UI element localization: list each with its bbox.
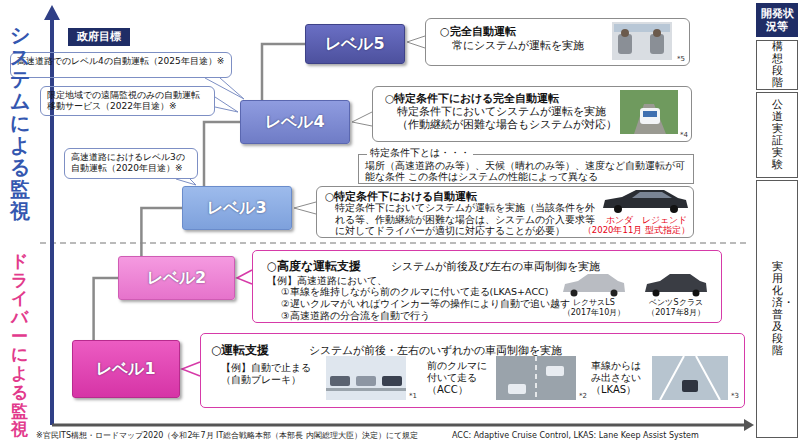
brake-photo	[326, 356, 406, 400]
shuttle-photo	[620, 90, 678, 134]
node-text: 実用化済・普及段階	[772, 261, 783, 358]
node-text: ○運転支援	[211, 343, 269, 359]
node-text: *4	[680, 131, 688, 139]
node-text: レベル2	[147, 268, 206, 289]
node-text: ベンツSクラス（2017年8月）	[643, 298, 709, 317]
vehicle-interior-photo	[612, 22, 672, 60]
node-text: *5	[677, 55, 685, 63]
axis-line	[50, 18, 54, 425]
level-description: ○高度な運転支援 システムが前後及び左右の車両制御を実施【例】高速道路において、①…	[252, 250, 722, 323]
node-text: ○完全自動運転	[440, 25, 607, 39]
node-text: 【例】自動で止まる（自動ブレーキ）	[221, 362, 319, 386]
status-header: 開発状況等	[756, 3, 798, 37]
axis-label: ドライバーによる監視	[11, 252, 28, 439]
divider-line	[40, 242, 750, 243]
node-text: 特定条件下においてシステムが運転を実施（作動継続が困難な場合もシステムが対応）	[397, 105, 617, 131]
node-text: 特定条件下とは・・・	[367, 147, 473, 159]
step-connector	[141, 208, 182, 256]
footnote: ※官民ITS構想・ロードマップ2020（令和2年7月 IT総合戦略本部（本部長 …	[36, 431, 418, 441]
node-text: レベル1	[96, 359, 155, 380]
node-text: 場所（高速道路のみ等）、天候（晴れのみ等）、速度など自動運転が可能な条件 この条…	[365, 160, 689, 183]
level-description: ○完全自動運転常にシステムが運転を実施 *5	[425, 18, 690, 66]
node-text: ①車線を維持しながら前のクルマに付いて走る(LKAS+ACC)	[281, 286, 713, 298]
node-text: 車線からはみ出さない（LKAS）	[591, 360, 645, 396]
axis-arrowhead	[744, 419, 754, 431]
node-text: ○高度な運転支援	[267, 259, 361, 275]
node-text: 高速道路におけるレベル3の自動運転（2020年目途）※	[71, 152, 191, 175]
node-text: 公道実証実験	[772, 99, 783, 172]
node-text: （2020年11月 型式指定）	[583, 225, 690, 237]
level-box: レベル4	[240, 100, 350, 144]
node-text: *3	[731, 392, 739, 400]
node-text: 【例】高速道路において、	[267, 275, 713, 287]
level-box: レベル2	[118, 256, 235, 300]
node-text: システムが前後及び左右の車両制御を実施	[391, 259, 600, 273]
level-box: レベル1	[72, 340, 180, 398]
level-description: ○運転支援 システムが前後・左右のいずれかの車両制御を実施【例】自動で止まる（自動…	[200, 333, 745, 408]
node-text: 政府目標	[77, 30, 121, 44]
node-text: レベル3	[207, 198, 266, 219]
node-text: 開発状況等	[760, 7, 794, 32]
node-text: 高速道路でのレベル4の自動運転（2025年目途）※	[17, 56, 225, 67]
node-text: 構想段階	[772, 41, 783, 89]
node-text: ○特定条件下における完全自動運転	[385, 92, 617, 105]
lkas-photo	[652, 356, 728, 400]
car-photo	[603, 190, 688, 213]
condition-note: 特定条件下とは・・・場所（高速道路のみ等）、天候（晴れのみ等）、速度など自動運転…	[358, 154, 694, 184]
node-text: レベル5	[325, 34, 384, 55]
step-connector	[94, 278, 118, 340]
level-description: ○特定条件下における完全自動運転特定条件下においてシステムが運転を実施（作動継続…	[372, 86, 692, 142]
target-callout: 高速道路でのレベル4の自動運転（2025年目途）※	[10, 52, 232, 78]
status-stage: 実用化済・普及段階	[756, 180, 798, 438]
axis-label: システムによる監視	[10, 24, 30, 222]
status-stage: 構想段階	[756, 40, 798, 90]
level-box: レベル5	[305, 24, 405, 64]
node-text: レベル4	[265, 112, 324, 133]
level-box: レベル3	[182, 186, 292, 230]
status-stage: 公道実証実験	[756, 92, 798, 178]
node-text: レクサスLS（2017年10月）	[561, 298, 627, 317]
axis-arrowhead	[44, 5, 60, 20]
node-text: 前のクルマに付いて走る（ACC）	[427, 360, 489, 396]
node-text: *1	[409, 392, 417, 400]
step-connector	[262, 44, 305, 100]
step-connector	[204, 122, 240, 186]
node-text: 常にシステムが運転を実施	[452, 39, 607, 53]
footnote: ACC: Adaptive Cruise Control, LKAS: Lane…	[452, 431, 699, 441]
acc-photo	[496, 356, 576, 400]
axis-line	[52, 424, 744, 427]
level-description: ○特定条件下における自動運転特定条件下においてシステムが運転を実施（当該条件を外…	[316, 186, 694, 238]
node-text: ○特定条件下における自動運転	[325, 190, 597, 202]
node-text: システムが前後・左右のいずれかの車両制御を実施	[309, 344, 562, 358]
target-callout: 限定地域での遠隔監視のみの自動運転移動サービス（2022年目途）※	[40, 86, 215, 116]
node-text: 特定条件下においてシステムが運転を実施（当該条件を外れる等、作動継続が困難な場合…	[335, 202, 597, 237]
car-photo	[563, 274, 707, 297]
target-heading: 政府目標	[68, 28, 130, 46]
node-text: 限定地域での遠隔監視のみの自動運転移動サービス（2022年目途）※	[47, 90, 208, 113]
node-text: *2	[579, 392, 587, 400]
target-callout: 高速道路におけるレベル3の自動運転（2020年目途）※	[64, 148, 198, 179]
